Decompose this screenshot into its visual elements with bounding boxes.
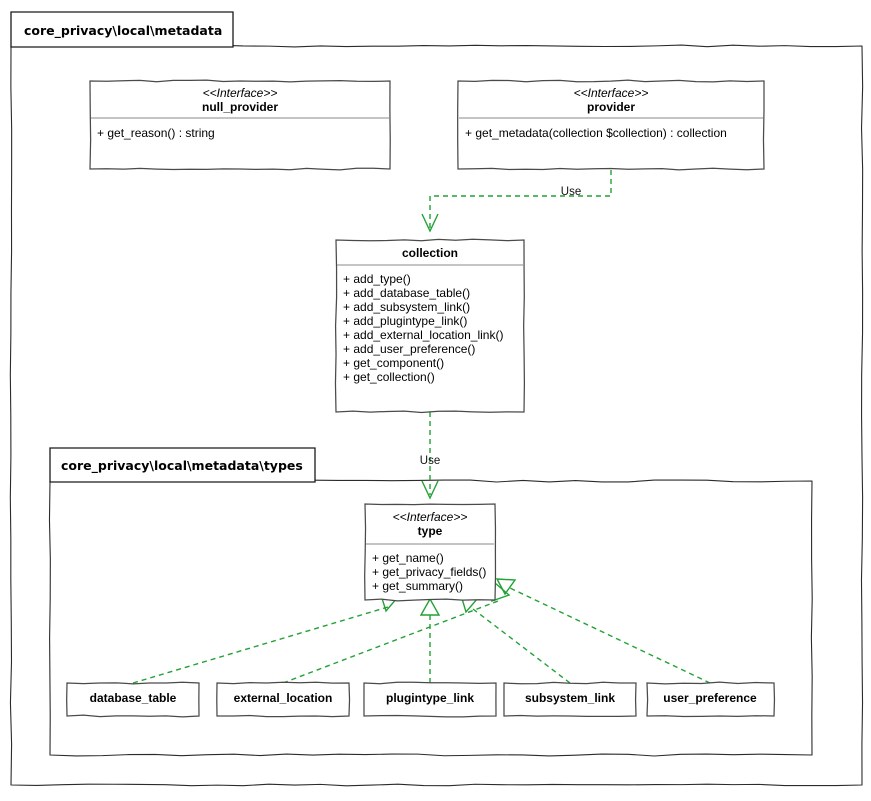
class-member: + add_database_table() [343,286,470,300]
class-stereotype: <<Interface>> [393,510,468,524]
relation-line [282,600,499,684]
class-member: + add_type() [343,272,411,286]
package-types-tab [49,447,316,483]
relation-line [429,170,612,228]
relation-user-preference-realizes-type[interactable] [495,578,711,684]
class-box [216,681,351,718]
class-name: subsystem_link [525,691,615,705]
class-member: + get_collection() [343,370,435,384]
class-box [503,681,637,718]
class-member: + get_name() [372,551,444,565]
package-outer-title: core_privacy\local\metadata [24,23,222,39]
class-name: plugintype_link [386,691,474,705]
class-box [66,681,200,718]
relation-collection-uses-type[interactable]: Use [420,412,440,500]
class-name: collection [402,246,458,260]
class-type[interactable]: <<Interface>> type + get_name() + get_pr… [364,503,497,602]
class-name: provider [587,100,635,114]
hollow-triangle-head [495,578,517,596]
class-stereotype: <<Interface>> [203,86,278,100]
class-provider[interactable]: <<Interface>> provider + get_metadata(co… [457,79,765,171]
class-box [364,503,497,602]
classes-layer: <<Interface>> null_provider + get_reason… [66,79,776,718]
class-member: + add_plugintype_link() [343,314,467,328]
class-name: type [418,524,443,538]
class-box [334,238,526,414]
class-box [646,681,776,718]
relation-label-use-2: Use [420,455,440,467]
class-name: user_preference [663,691,757,705]
class-collection[interactable]: collection + add_type() + add_database_t… [334,238,526,414]
class-name: null_provider [202,100,278,114]
hollow-triangle-head [419,597,441,616]
class-member: + get_metadata(collection $collection) :… [465,126,727,140]
class-box [363,681,497,718]
class-name: database_table [90,691,177,705]
class-member: + add_external_location_link() [343,328,503,342]
relation-provider-uses-collection[interactable]: Use [421,170,612,233]
class-user-preference[interactable]: user_preference [646,681,776,718]
package-outer-tab [10,11,234,48]
package-types-title: core_privacy\local\metadata\types [61,458,303,474]
class-external-location[interactable]: external_location [216,681,351,718]
class-member: + add_user_preference() [343,342,475,356]
class-member: + get_component() [343,356,444,370]
class-subsystem-link[interactable]: subsystem_link [503,681,637,718]
relation-line [509,587,711,684]
class-box [89,79,391,171]
class-null-provider[interactable]: <<Interface>> null_provider + get_reason… [89,79,391,171]
class-stereotype: <<Interface>> [574,86,649,100]
relation-line [472,608,571,684]
relation-plugintype-link-realizes-type[interactable] [419,597,441,683]
class-box [457,79,765,171]
class-member: + get_summary() [372,579,463,593]
class-database-table[interactable]: database_table [66,681,200,718]
relations-layer: Use Use [132,170,711,684]
open-arrow-head [421,480,439,500]
class-name: external_location [234,691,333,705]
relation-label-use-1: Use [561,186,581,198]
class-member: + add_subsystem_link() [343,300,470,314]
class-plugintype-link[interactable]: plugintype_link [363,681,497,718]
class-member: + get_reason() : string [97,126,215,140]
class-member: + get_privacy_fields() [372,565,486,579]
open-arrow-head [421,213,439,233]
